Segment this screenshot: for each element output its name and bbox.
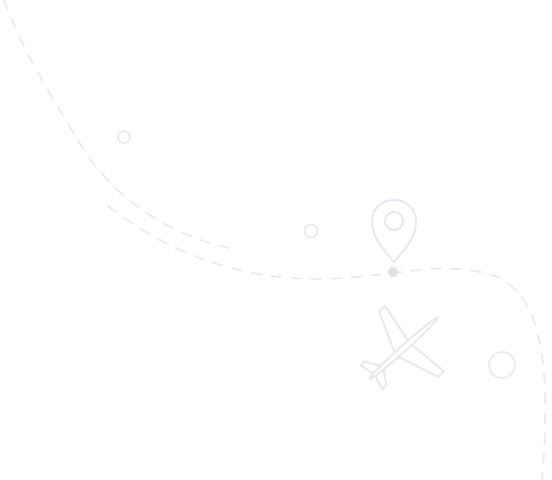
circle-icon [117,130,131,144]
map-pin-icon [371,199,417,263]
dashed-route-center [107,205,547,480]
dashed-route-left [3,0,239,251]
circle-icon [303,223,319,239]
location-dot-icon [388,267,398,277]
circle-icon [488,351,516,379]
airplane-icon [359,304,445,391]
